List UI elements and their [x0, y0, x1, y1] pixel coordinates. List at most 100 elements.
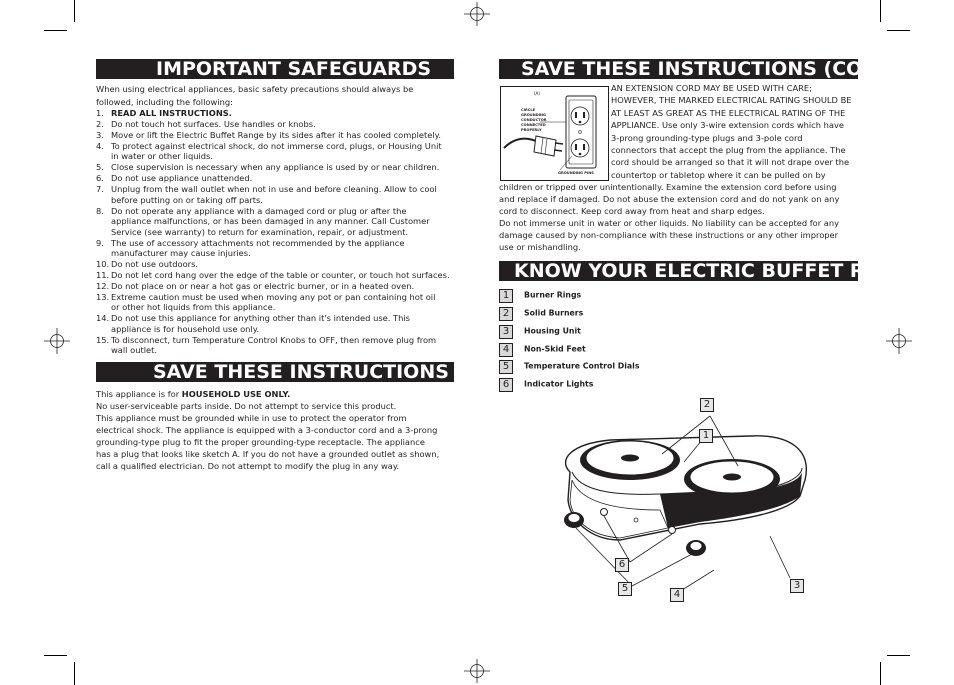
- part-label: Temperature Control Dials: [524, 361, 640, 371]
- registration-mark: [464, 2, 490, 26]
- safeguard-item: 8.Do not operate any appliance with a da…: [96, 206, 456, 237]
- part-number: 5: [499, 359, 513, 374]
- callout-5: 5: [618, 582, 632, 596]
- crop-mark: [887, 655, 910, 656]
- cont-line: use or mishandling.: [499, 242, 581, 252]
- safeguard-item: 11.Do not let cord hang over the edge of…: [96, 270, 456, 280]
- safeguard-item: 6.Do not use appliance unattended.: [96, 173, 456, 183]
- crop-mark: [44, 30, 67, 31]
- save-line: call a qualified electrician. Do not att…: [96, 461, 400, 471]
- safeguards-heading: IMPORTANT SAFEGUARDS: [96, 59, 454, 79]
- safeguard-number: 12.: [96, 281, 110, 292]
- cont-wrapped: AN EXTENSION CORD MAY BE USED WITH CARE;…: [611, 82, 861, 181]
- cont-line: 3-prong grounding-type plugs and 3-pole …: [611, 132, 803, 143]
- buffet-range-illustration: [564, 415, 807, 591]
- know-heading-text: KNOW YOUR ELECTRIC BUFFET RANGE: [514, 261, 858, 281]
- safeguard-item: 5. Close supervision is necessary when an…: [96, 162, 456, 172]
- part-item: 3 Housing Unit: [499, 324, 581, 339]
- safeguard-item: 7. Unplug from the wall outlet when not i…: [96, 184, 456, 205]
- plug-sketch: (A) CIRCLE GROUNDING CONDUCTOR CONNECTED…: [500, 86, 609, 181]
- cont-line: and replace if damaged. Do not abuse the…: [499, 194, 840, 204]
- intro-line: followed, including the following:: [96, 97, 233, 107]
- safeguard-number: 1.: [96, 108, 104, 118]
- safeguard-number: 8.: [96, 205, 104, 216]
- registration-mark: [44, 328, 70, 354]
- safeguard-text: appliance malfunctions, or has been dama…: [111, 216, 430, 227]
- safeguard-text: Do not place on or near a hot gas or ele…: [111, 281, 415, 292]
- safeguard-number: 6.: [96, 173, 104, 184]
- safeguard-text: Unplug from the wall outlet when not in …: [111, 184, 437, 195]
- safeguard-text: Close supervision is necessary when any …: [111, 162, 440, 173]
- crop-mark: [887, 30, 910, 31]
- crop-mark: [44, 655, 67, 656]
- callout-2: 2: [700, 398, 714, 412]
- safeguard-number: 7.: [96, 184, 104, 195]
- cont-line: AN EXTENSION CORD MAY BE USED WITH CARE;: [611, 83, 812, 93]
- part-item: 5 Temperature Control Dials: [499, 359, 640, 374]
- cont-heading: SAVE THESE INSTRUCTIONS (CONT.): [499, 59, 858, 79]
- safeguard-text: READ ALL INSTRUCTIONS.: [111, 108, 232, 118]
- safeguard-text: The use of accessory attachments not rec…: [111, 237, 405, 248]
- know-heading: KNOW YOUR ELECTRIC BUFFET RANGE: [499, 261, 858, 281]
- safeguard-text: in water or other liquids.: [111, 151, 214, 162]
- safeguard-number: 9.: [96, 237, 104, 248]
- safeguard-number: 3.: [96, 130, 104, 140]
- safeguard-item: 14.Do not use this appliance for anythin…: [96, 313, 456, 334]
- sketch-label: CONNECTED: [521, 123, 546, 127]
- cont-line: HOWEVER, THE MARKED ELECTRICAL RATING SH…: [611, 95, 852, 106]
- safeguard-item: 4. To protect against electrical shock, d…: [96, 141, 456, 162]
- crop-mark: [74, 662, 75, 685]
- safeguard-number: 15.: [96, 334, 110, 345]
- sketch-label: GROUNDING PINS: [558, 171, 594, 175]
- sketch-label: CIRCLE: [521, 108, 536, 112]
- part-number: 1: [499, 288, 513, 303]
- callout-6: 6: [615, 558, 629, 572]
- part-number: 2: [499, 306, 513, 321]
- safeguard-text: To disconnect, turn Temperature Control …: [111, 334, 437, 345]
- registration-mark: [886, 328, 912, 354]
- save-heading: SAVE THESE INSTRUCTIONS: [96, 362, 454, 382]
- callout-4: 4: [670, 588, 684, 602]
- safeguard-text: Do not use outdoors.: [111, 259, 199, 270]
- safeguard-text: or other hot liquids from this appliance…: [111, 302, 276, 313]
- save-heading-text: SAVE THESE INSTRUCTIONS: [153, 362, 449, 382]
- save-body: This appliance is for HOUSEHOLD USE ONLY…: [96, 388, 458, 472]
- part-label: Non-Skid Feet: [524, 344, 586, 354]
- save-line: electrical shock. The appliance is equip…: [96, 425, 438, 435]
- safeguard-number: 10.: [96, 259, 110, 270]
- safeguard-number: 5.: [96, 162, 104, 173]
- safeguards-list: 1.READ ALL INSTRUCTIONS.2.Do not touch h…: [96, 108, 456, 356]
- cont-line: children or tripped over unintentionally…: [499, 182, 837, 192]
- part-number: 6: [499, 377, 513, 392]
- part-number: 3: [499, 324, 513, 339]
- safeguard-number: 2.: [96, 119, 104, 129]
- registration-mark: [464, 659, 490, 683]
- safeguard-item: 13.Extreme caution must be used when mov…: [96, 292, 456, 313]
- cont-full: children or tripped over unintentionally…: [499, 181, 861, 253]
- cont-line: APPLIANCE. Use only 3-wire extension cor…: [611, 120, 844, 131]
- save-line: No user-serviceable parts inside. Do not…: [96, 401, 397, 411]
- household-bold: HOUSEHOLD USE ONLY.: [181, 389, 291, 399]
- safeguard-text: Extreme caution must be used when moving…: [111, 292, 436, 303]
- safeguard-number: 4.: [96, 141, 104, 151]
- safeguard-number: 11.: [96, 270, 110, 281]
- cont-line: cord to disconnect. Keep cord away from …: [499, 206, 765, 216]
- save-line: This appliance must be grounded while in…: [96, 413, 407, 423]
- cont-line: AT LEAST AS GREAT AS THE ELECTRICAL RATI…: [611, 107, 846, 118]
- safeguard-text: Do not let cord hang over the edge of th…: [111, 270, 450, 281]
- safeguard-item: 15.To disconnect, turn Temperature Contr…: [96, 335, 456, 356]
- sketch-label: PROPERLY: [521, 128, 542, 132]
- safeguard-text: wall outlet.: [111, 345, 158, 356]
- safeguard-text: To protect against electrical shock, do …: [111, 141, 442, 151]
- safeguard-item: 10.Do not use outdoors.: [96, 259, 456, 269]
- household-line: This appliance is for HOUSEHOLD USE ONLY…: [96, 388, 458, 400]
- household-prefix: This appliance is for: [96, 389, 182, 399]
- safeguard-text: before putting on or taking off parts.: [111, 194, 263, 205]
- part-label: Housing Unit: [524, 326, 581, 336]
- crop-mark: [880, 0, 881, 22]
- sketch-label: CONDUCTOR: [521, 118, 547, 122]
